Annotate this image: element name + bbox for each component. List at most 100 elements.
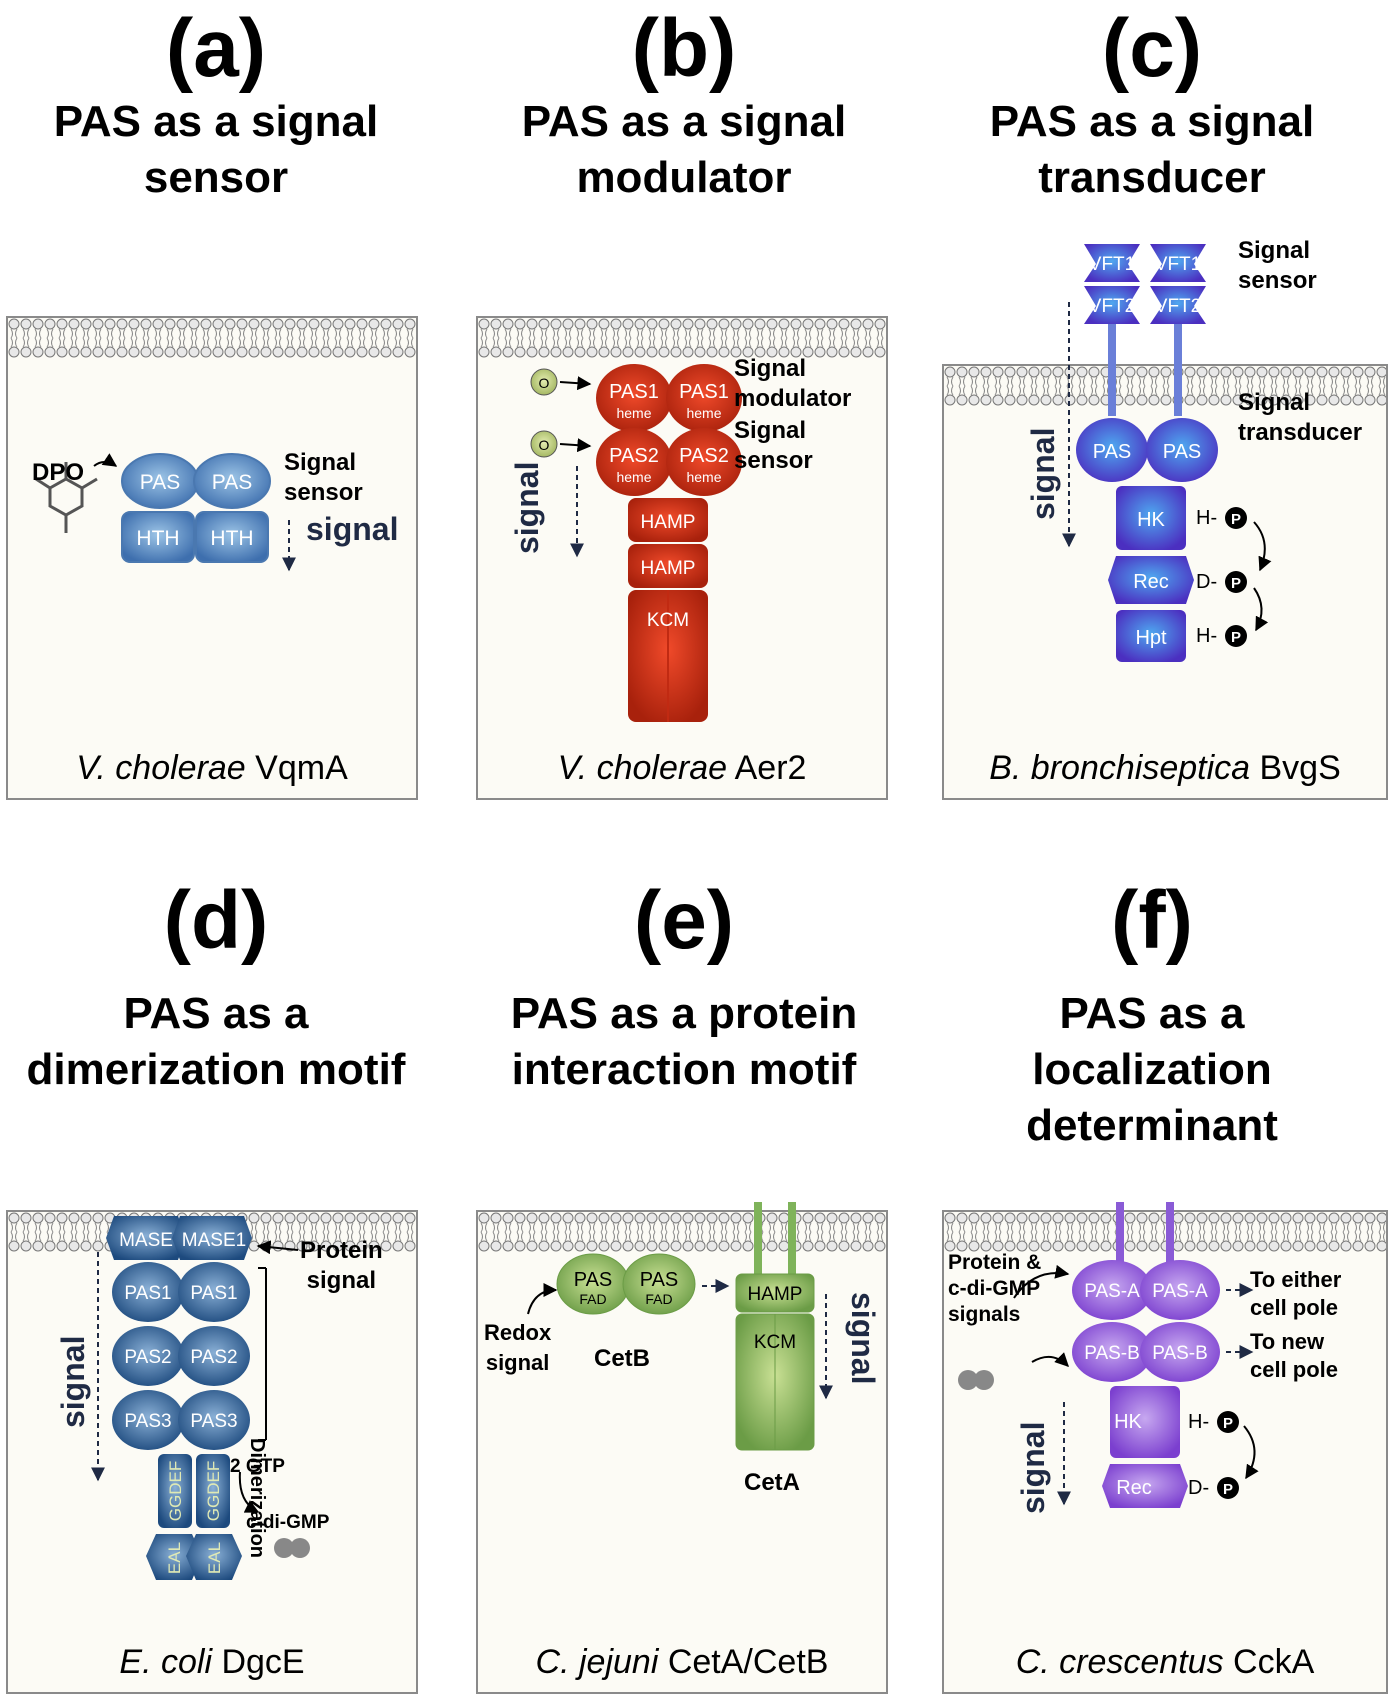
svg-text:VFT1: VFT1 [1089,254,1135,275]
rec-domain: Rec [1102,1464,1188,1508]
hth-domain: HTH [195,511,269,563]
svg-text:PAS2: PAS2 [679,445,729,467]
svg-text:PAS1: PAS1 [124,1283,171,1304]
svg-text:GGDEF: GGDEF [166,1461,185,1521]
protein-caption: V. cholerae VqmA [76,749,348,787]
eal-domain: EAL [186,1534,242,1580]
svg-text:FAD: FAD [579,1291,606,1307]
svg-text:HAMP: HAMP [641,512,696,533]
pas2-domain: PAS2 [178,1326,250,1386]
phospho-icon: P [1225,571,1247,593]
phospho-icon: P [1225,507,1247,529]
svg-text:P: P [1231,511,1241,528]
membrane [478,318,886,358]
svg-text:Rec: Rec [1116,1477,1152,1499]
hamp-domain: HAMP [628,544,708,588]
h-label: H- [1188,1411,1209,1433]
svg-text:heme: heme [616,405,651,421]
ggdef-domain: GGDEF [196,1454,230,1528]
d-label: D- [1188,1477,1209,1499]
c-di-gmp-label: c-di-GMP [246,1512,330,1533]
dpo-molecule-icon [35,462,98,533]
protein-caption: E. coli DgcE [119,1643,305,1681]
hk-domain: HK [1116,486,1186,550]
panel-letter: (e) [633,875,735,966]
svg-text:VFT2: VFT2 [1155,296,1201,317]
hamp-domain: HAMP [628,498,708,542]
h-label: H- [1196,507,1217,529]
svg-text:Rec: Rec [1133,571,1169,593]
svg-text:HAMP: HAMP [641,558,696,579]
svg-text:PAS2: PAS2 [190,1347,237,1368]
svg-text:EAL: EAL [205,1542,224,1574]
svg-text:HK: HK [1114,1411,1142,1433]
svg-text:EAL: EAL [165,1542,184,1574]
vft2-domain: VFT2 [1150,286,1206,324]
svg-text:VFT1: VFT1 [1155,254,1201,275]
svg-text:PAS3: PAS3 [190,1411,237,1432]
panel-a: (a) PAS as a signal sensor PAS PAS HTH H… [6,0,426,820]
protein-caption: C. jejuni CetA/CetB [535,1643,829,1681]
svg-text:FAD: FAD [645,1291,672,1307]
pas-b-domain: PAS-B [1072,1322,1152,1382]
membrane [944,366,1386,406]
svg-text:Hpt: Hpt [1135,627,1167,649]
svg-text:heme: heme [686,469,721,485]
protein-diagram: VFT1 VFT1 VFT2 VFT2 PAS PAS HK Rec Hpt P… [1062,244,1272,662]
svg-text:KCM: KCM [754,1332,796,1353]
hamp-domain: HAMP [735,1273,815,1313]
svg-text:MASE: MASE [119,1230,173,1251]
pas2-domain: PAS2 heme [666,428,742,496]
kcm-domain: KCM [628,590,708,722]
membrane [8,318,416,358]
h-label: H- [1196,625,1217,647]
protein-caption: V. cholerae Aer2 [557,749,807,787]
svg-text:O: O [539,375,550,391]
vft1-domain: VFT1 [1084,244,1140,282]
cetb-label: CetB [594,1345,651,1372]
signal-label: signal [509,461,545,554]
svg-text:P: P [1231,629,1241,646]
panel-title: PAS as a signal sensor [53,97,379,202]
signal-label: signal [306,511,399,547]
protein-diagram: PAS PAS HTH HTH [35,453,296,572]
signal-label: signal [1015,1421,1051,1514]
svg-text:PAS: PAS [140,471,180,494]
vft2-domain: VFT2 [1084,286,1140,324]
cell-box: PAS-A PAS-A PAS-B PAS-B HK Rec H- P D- P… [942,1202,1388,1694]
o2-molecule-icon: O [530,368,558,396]
pas-domain: PAS [1076,418,1148,482]
svg-text:PAS1: PAS1 [190,1283,237,1304]
panel-letter: (a) [165,3,267,94]
kcm-domain: KCM [735,1313,815,1451]
signal-label: signal [55,1335,91,1428]
protein-diagram: MASE MASE1 PAS1 PAS1 PAS2 PAS2 PAS3 PAS3… [91,1216,310,1580]
hpt-domain: Hpt [1116,610,1186,662]
ceta-label: CetA [744,1469,801,1496]
svg-text:PAS2: PAS2 [124,1347,171,1368]
svg-text:P: P [1231,575,1241,592]
pas3-domain: PAS3 [112,1390,184,1450]
pas-a-domain: PAS-A [1072,1260,1152,1320]
pas-domain: PAS [121,453,199,509]
cell-box: MASE MASE1 PAS1 PAS1 PAS2 PAS2 PAS3 PAS3… [6,1210,418,1694]
svg-text:PAS1: PAS1 [679,381,729,403]
